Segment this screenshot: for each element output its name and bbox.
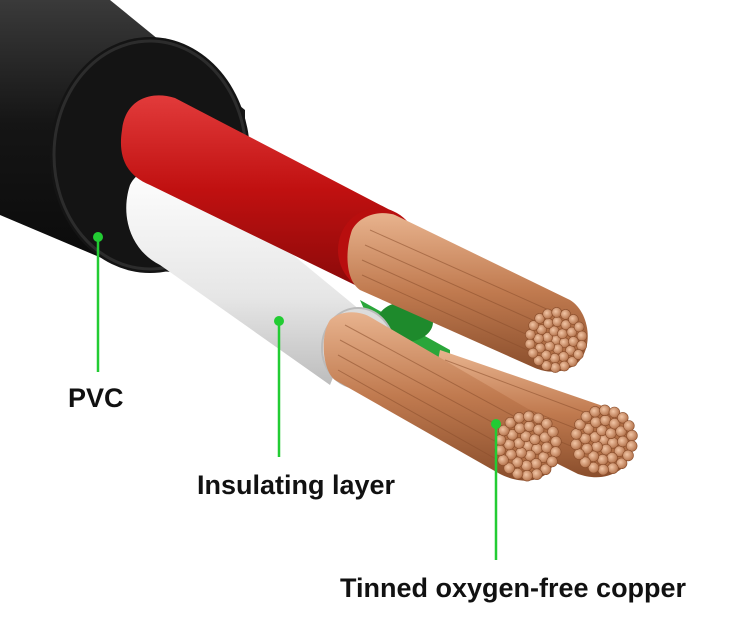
callout-pvc [93, 232, 103, 372]
conductor-end-upper [524, 307, 588, 373]
conductor-end-lower [494, 410, 562, 482]
pvc-label: PVC [68, 383, 124, 413]
copper-label: Tinned oxygen-free copper [340, 573, 687, 603]
conductor-end-faces [494, 307, 638, 482]
insulating-layer-label: Insulating layer [197, 470, 396, 500]
conductor-end-right [570, 404, 638, 476]
callout-insulating-layer [274, 316, 284, 457]
callout-copper [491, 419, 501, 560]
